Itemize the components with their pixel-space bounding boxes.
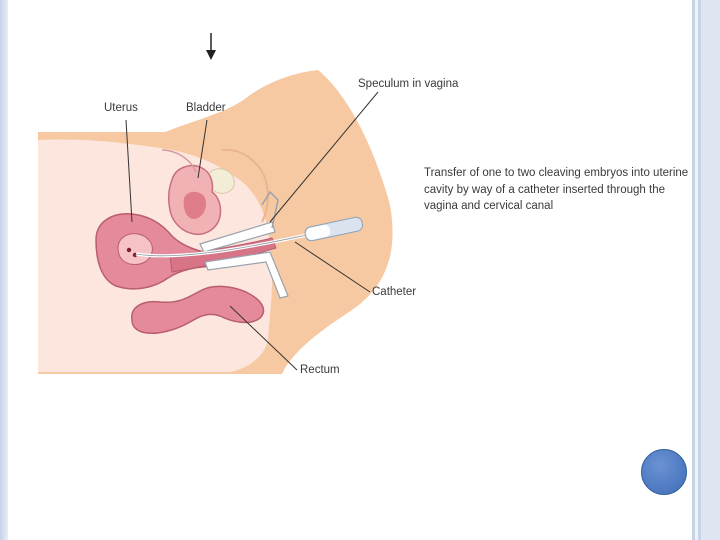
down-arrow-icon <box>206 33 216 60</box>
label-uterus: Uterus <box>104 102 138 114</box>
nav-circle-icon[interactable] <box>641 449 687 495</box>
label-speculum: Speculum in vagina <box>358 78 458 90</box>
uterine-cavity <box>118 234 152 265</box>
label-bladder: Bladder <box>186 102 226 114</box>
diagram-caption: Transfer of one to two cleaving embryos … <box>424 165 694 215</box>
label-rectum: Rectum <box>300 364 340 376</box>
embryo-1 <box>127 248 131 252</box>
label-catheter: Catheter <box>372 286 416 298</box>
